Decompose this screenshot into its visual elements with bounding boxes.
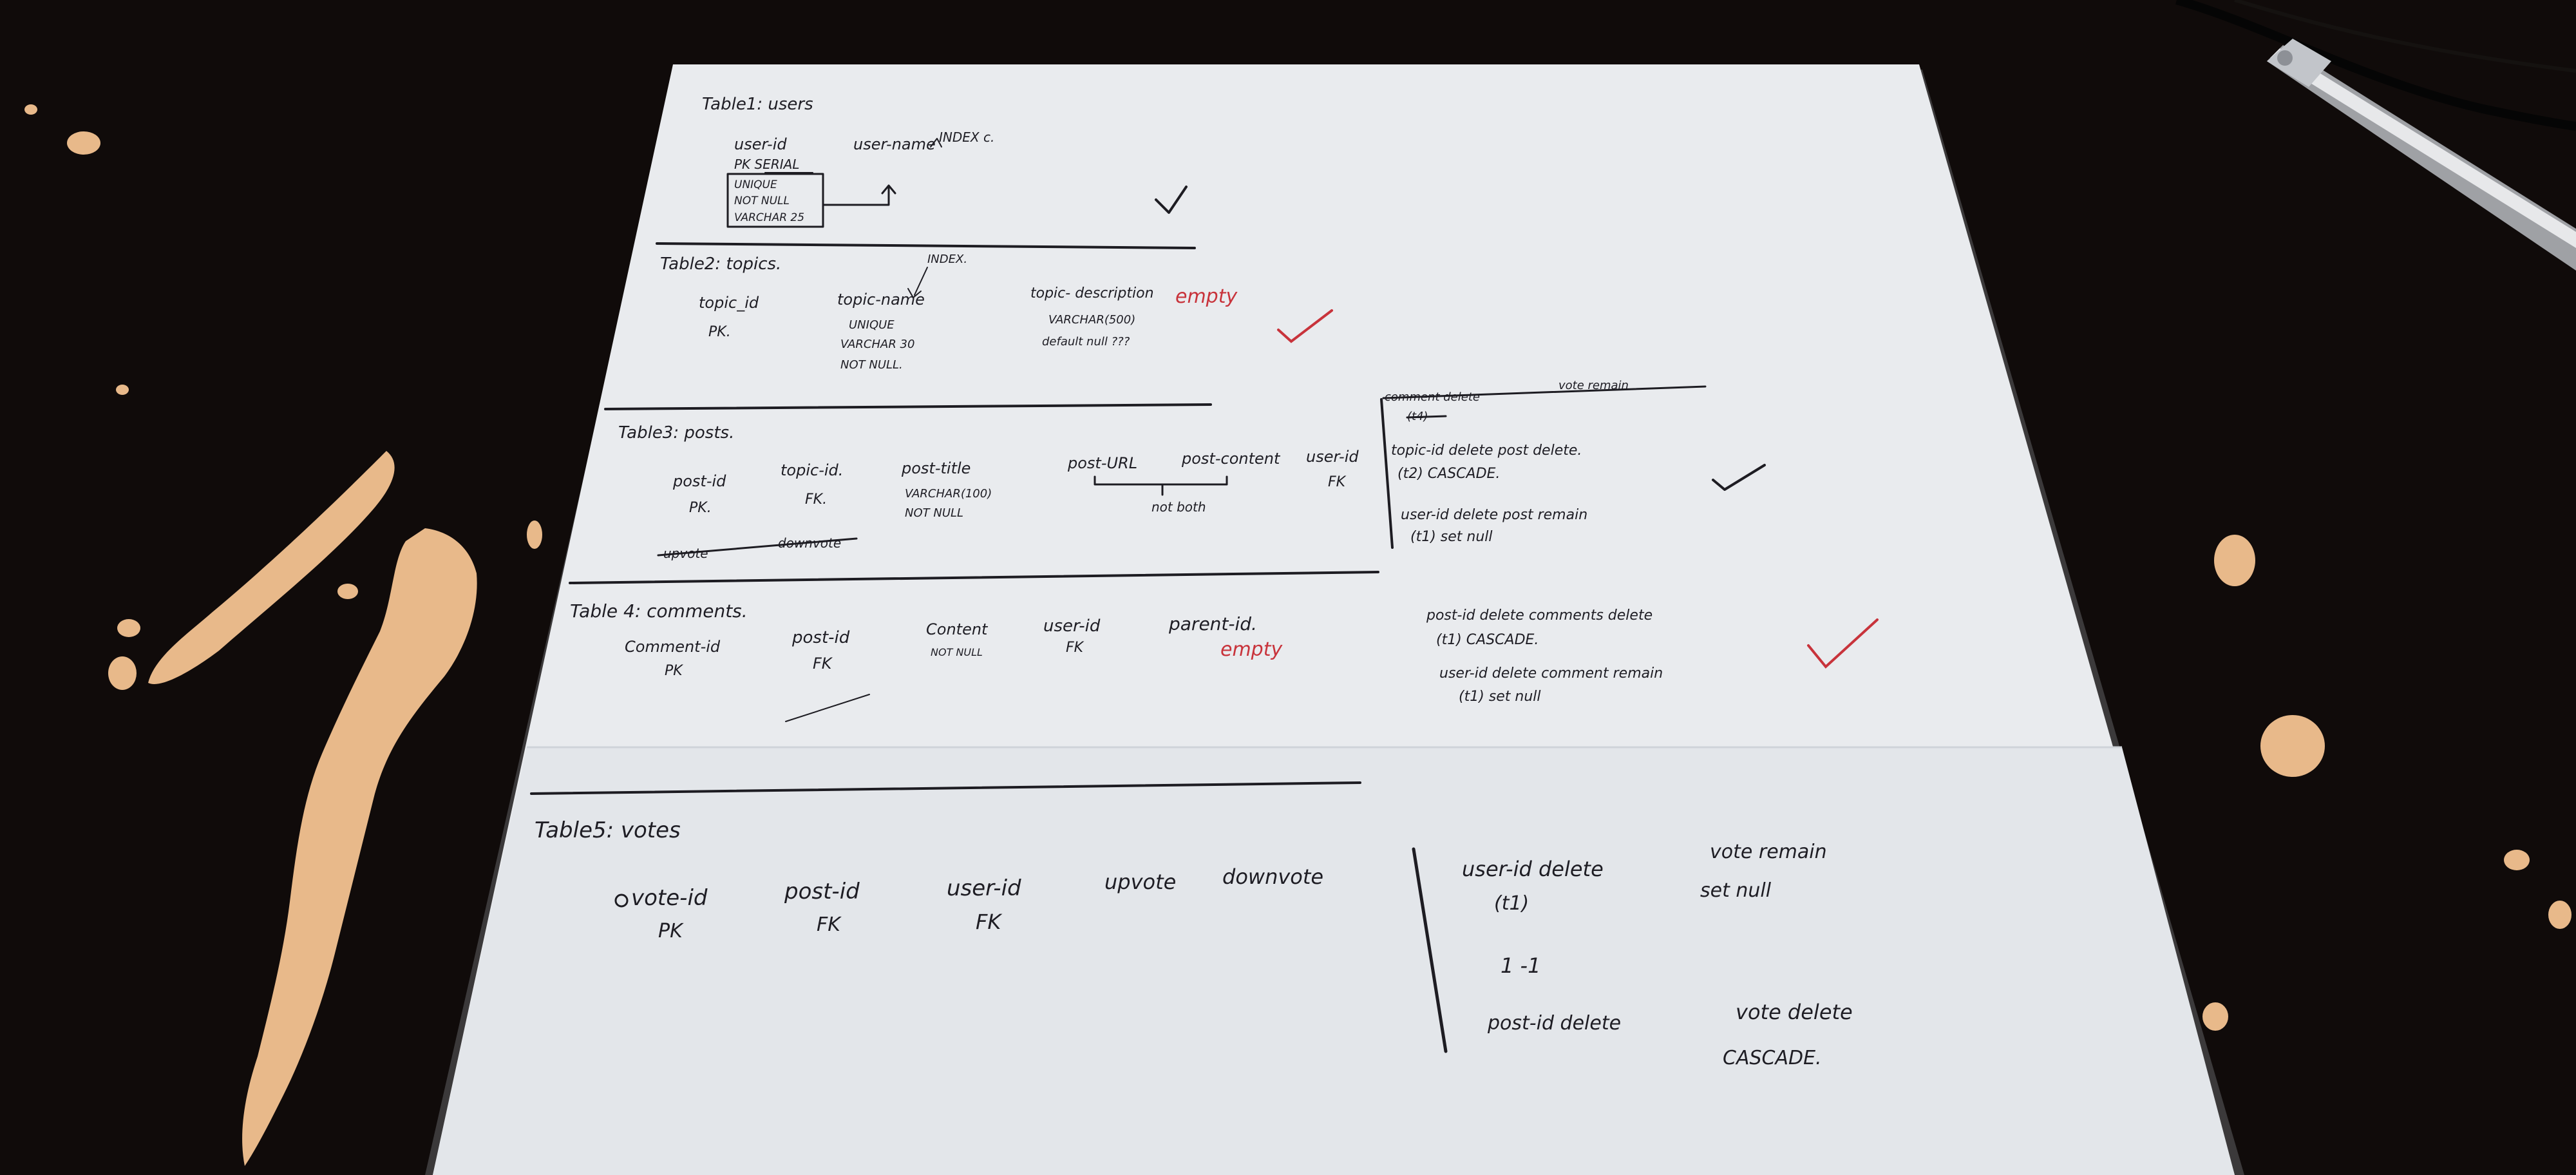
- paper-lower-half: [433, 747, 2235, 1175]
- divider-2: [604, 403, 1212, 410]
- topics-desc-default: default null ???: [1042, 335, 1130, 349]
- comments-rule-4: (t1) set null: [1459, 689, 1541, 705]
- posts-title-not-null: NOT NULL: [905, 506, 963, 520]
- votes-rule-vote-remain: vote remain: [1710, 841, 1827, 863]
- votes-rule-values: 1 -1: [1501, 953, 1540, 978]
- votes-rule-vote-delete: vote delete: [1736, 1000, 1853, 1024]
- votes-pk: PK: [658, 920, 684, 942]
- votes-col-upvote: upvote: [1104, 870, 1176, 894]
- posts-col-post-title: post-title: [901, 459, 971, 477]
- comments-post-fk: FK: [813, 654, 833, 673]
- topics-not-null: NOT NULL.: [840, 358, 903, 372]
- posts-col-post-content: post-content: [1181, 450, 1281, 468]
- votes-rule-post-delete: post-id delete: [1487, 1012, 1621, 1035]
- topics-varchar: VARCHAR 30: [840, 338, 914, 351]
- topics-col-topic-name: topic-name: [837, 291, 925, 309]
- comments-col-post-id: post-id: [791, 628, 850, 647]
- posts-rule-1: topic-id delete post delete.: [1391, 443, 1582, 459]
- comments-col-content: Content: [926, 620, 989, 638]
- divider-1: [656, 242, 1196, 249]
- votes-rule-t1: (t1): [1494, 892, 1529, 915]
- comments-col-parent-id: parent-id.: [1168, 613, 1257, 635]
- users-constraint-box: [726, 173, 824, 228]
- posts-not-both-bracket: [1094, 475, 1228, 496]
- votes-user-fk: FK: [976, 910, 1003, 934]
- users-pk-serial: PK SERIAL: [734, 157, 799, 172]
- posts-rule-3: user-id delete post remain: [1401, 507, 1587, 523]
- votes-rule-cascade: CASCADE.: [1723, 1047, 1822, 1069]
- comments-rule-1: post-id delete comments delete: [1426, 607, 1653, 624]
- votes-rule-user-delete: user-id delete: [1462, 857, 1604, 881]
- topics-index-note: INDEX.: [927, 253, 967, 266]
- votes-table-notes: Table5: votes vote-id PK post-id FK user…: [535, 817, 1853, 1069]
- pen: [2267, 39, 2576, 271]
- posts-fk: FK.: [805, 492, 827, 508]
- posts-rule-2: (t2) CASCADE.: [1397, 466, 1500, 482]
- users-index-note: INDEX c.: [939, 129, 994, 145]
- users-box-unique: UNIQUE: [734, 178, 777, 191]
- votes-post-fk: FK: [817, 913, 842, 936]
- posts-struck-rule-right: vote remain: [1558, 379, 1629, 392]
- comments-col-comment-id: Comment-id: [625, 638, 721, 656]
- comments-user-fk: FK: [1066, 640, 1084, 656]
- topics-unique: UNIQUE: [849, 318, 895, 332]
- posts-col-topic-id: topic-id.: [781, 461, 843, 479]
- posts-rule-4: (t1) set null: [1410, 529, 1493, 545]
- topics-desc-type: VARCHAR(500): [1048, 313, 1135, 327]
- comments-table-notes: Table 4: comments. Comment-id PK post-id…: [530, 600, 1879, 795]
- posts-col-post-id: post-id: [672, 472, 726, 490]
- posts-user-fk: FK: [1328, 474, 1347, 490]
- comments-rule-3: user-id delete comment remain: [1439, 665, 1663, 682]
- users-col-user-name: user-name: [853, 135, 936, 153]
- paint-splatter: [24, 104, 2571, 1166]
- topics-table-notes: Table2: topics. INDEX. topic_id PK. topi…: [604, 253, 1333, 410]
- check-mark-3: [1712, 464, 1766, 491]
- votes-col-post-id: post-id: [784, 879, 860, 904]
- users-heading: Table1: users: [702, 95, 813, 114]
- comments-pk: PK: [665, 663, 683, 679]
- votes-col-downvote: downvote: [1222, 865, 1323, 889]
- check-mark-1: [1155, 186, 1188, 214]
- votes-heading: Table5: votes: [535, 817, 681, 843]
- posts-table-notes: Table3: posts. post-id PK. topic-id. FK.…: [569, 379, 1766, 584]
- divider-4: [530, 781, 1361, 795]
- users-box-varchar: VARCHAR 25: [734, 211, 804, 224]
- users-box-not-null: NOT NULL: [734, 195, 790, 207]
- comments-empty: empty: [1220, 638, 1283, 661]
- cable: [2175, 0, 2576, 131]
- posts-not-both: not both: [1151, 499, 1206, 515]
- posts-pk: PK.: [689, 500, 712, 516]
- topics-empty: empty: [1175, 285, 1238, 308]
- check-mark-4: [1807, 618, 1879, 669]
- topics-heading: Table2: topics.: [660, 254, 781, 274]
- check-mark-2: [1277, 309, 1333, 343]
- topics-pk: PK.: [708, 324, 731, 340]
- posts-title-type: VARCHAR(100): [905, 487, 992, 501]
- topics-col-topic-id: topic_id: [699, 294, 759, 312]
- posts-col-post-url: post-URL: [1067, 454, 1137, 472]
- votes-col-user-id: user-id: [947, 875, 1021, 901]
- users-col-user-id: user-id: [734, 135, 787, 153]
- posts-col-user-id: user-id: [1306, 448, 1359, 466]
- comments-heading: Table 4: comments.: [570, 600, 748, 622]
- users-table-notes: Table1: users user-id PK SERIAL UNIQUE N…: [656, 95, 1196, 249]
- topics-col-description: topic- description: [1030, 285, 1154, 301]
- posts-heading: Table3: posts.: [618, 423, 734, 443]
- comments-rule-2: (t1) CASCADE.: [1436, 632, 1539, 648]
- divider-3: [569, 571, 1379, 584]
- votes-col-vote-id: vote-id: [631, 885, 708, 911]
- comments-col-user-id: user-id: [1043, 616, 1101, 636]
- comments-content-not-null: NOT NULL: [931, 646, 983, 658]
- votes-rule-set-null: set null: [1700, 879, 1772, 902]
